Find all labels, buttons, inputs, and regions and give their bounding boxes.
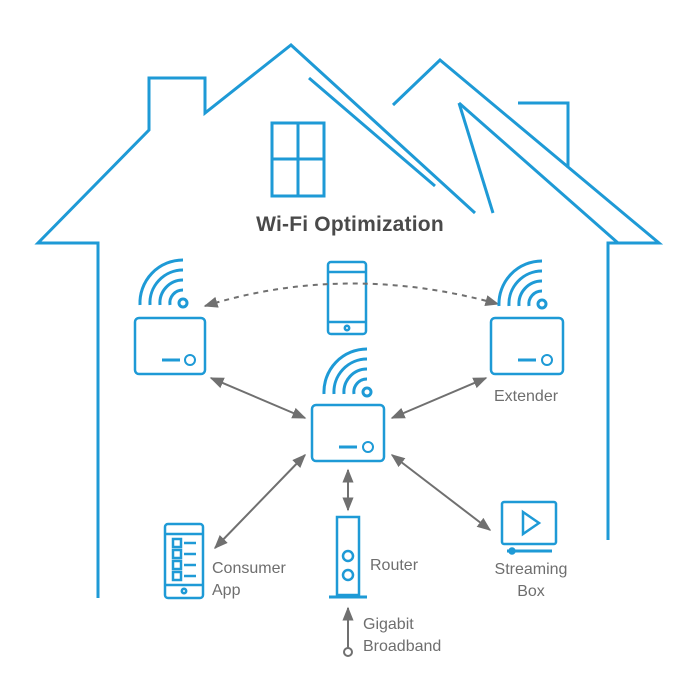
gigabit-broadband-label-line2: Broadband	[363, 638, 442, 655]
consumer-app-label-line2: App	[212, 582, 241, 599]
house-outline	[34, 43, 664, 598]
gigabit-broadband-label: Gigabit Broadband	[363, 614, 441, 658]
house-gable-roofline	[458, 101, 619, 245]
streaming-box-label-line1: Streaming	[494, 561, 568, 578]
consumer-app-label-line1: Consumer	[212, 560, 286, 577]
consumer-app-label: Consumer App	[212, 558, 286, 602]
streaming-box-label: Streaming Box	[486, 559, 576, 603]
page-title: Wi-Fi Optimization	[256, 213, 444, 236]
arrow-hub-left-extender	[209, 377, 307, 419]
gigabit-broadband-label-line1: Gigabit	[363, 616, 414, 633]
broadband-input-node	[343, 647, 353, 657]
hub-device-icon	[310, 347, 386, 463]
mesh-link-dashed	[203, 282, 500, 308]
wifi-signal-icon	[322, 347, 373, 398]
router-label: Router	[370, 557, 419, 574]
house-right-roof	[391, 57, 664, 540]
router-tower-icon	[329, 515, 367, 599]
extender-right-icon	[489, 259, 565, 376]
connection-arrows	[209, 377, 492, 648]
house-inner-roof	[308, 76, 436, 188]
streaming-box-label-line2: Box	[517, 583, 545, 600]
window-icon	[270, 121, 326, 198]
arrow-hub-right-extender	[390, 377, 488, 419]
arrow-hub-consumer-app	[214, 453, 306, 550]
wifi-signal-icon	[138, 258, 189, 309]
tablet-app-icon	[163, 522, 205, 600]
house-right-inner-roof	[457, 102, 495, 214]
arrow-hub-streaming	[390, 454, 492, 531]
smartphone-icon	[326, 260, 368, 336]
house-gable	[518, 101, 570, 168]
wifi-signal-icon	[497, 259, 548, 310]
extender-label: Extender	[494, 388, 559, 405]
streaming-box-icon	[500, 500, 558, 555]
extender-left-icon	[133, 258, 207, 376]
house-outer-roof	[34, 43, 477, 598]
